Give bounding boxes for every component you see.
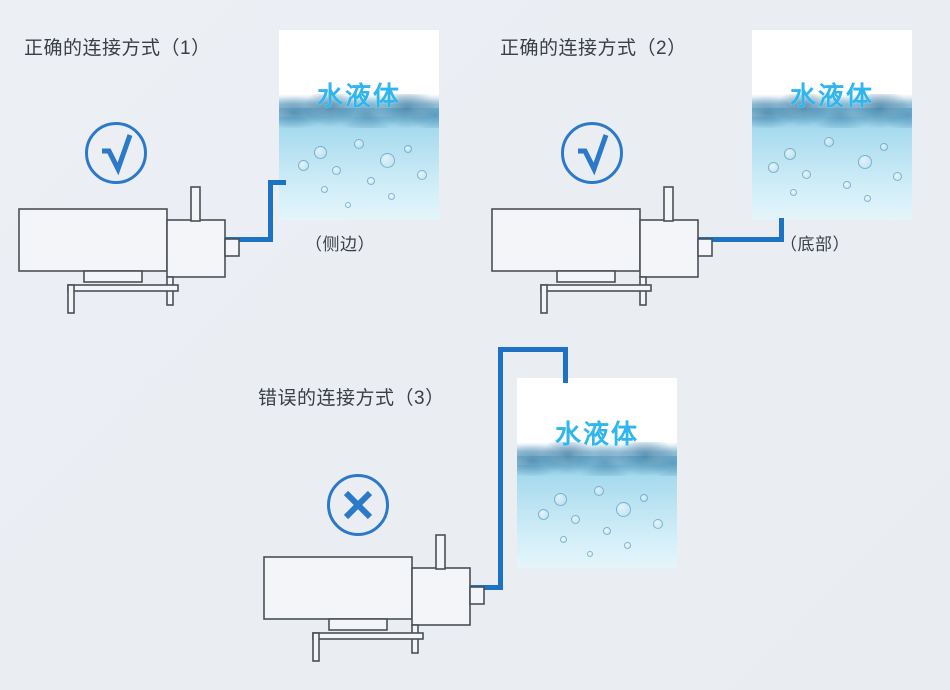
pipe-vertical-riser-3	[498, 347, 503, 590]
check-radical-icon	[102, 134, 133, 176]
water-tank-label-3: 水液体	[554, 419, 639, 449]
bubble	[560, 535, 568, 543]
pipe-tank-entry-1	[268, 180, 286, 185]
bubble	[387, 193, 395, 201]
bubble	[587, 551, 594, 558]
bubble	[843, 180, 852, 189]
water-surface-1	[279, 94, 439, 128]
status-badge-check-2	[561, 122, 623, 184]
bubble	[653, 518, 663, 529]
water-tank-label-2: 水液体	[789, 81, 874, 111]
bubble	[768, 161, 779, 173]
panel-title-2: 正确的连接方式（2）	[500, 38, 687, 59]
bubble	[367, 177, 375, 186]
bubble	[864, 195, 871, 203]
bubble	[824, 137, 834, 148]
bubble	[416, 169, 427, 180]
pipe-vertical-1	[268, 180, 273, 242]
bubble	[553, 492, 567, 506]
water-body-2	[752, 94, 912, 220]
panel-title-1: 正确的连接方式（1）	[24, 38, 211, 59]
pipe-horizontal-1	[221, 237, 273, 242]
water-body-1	[279, 94, 439, 220]
panel-title-3: 错误的连接方式（3）	[258, 388, 445, 409]
water-tank-1: 水液体	[279, 30, 439, 220]
check-radical-icon	[578, 134, 609, 176]
status-badge-check-1	[85, 122, 147, 184]
bubble	[857, 155, 872, 170]
water-tank-2: 水液体	[752, 30, 912, 220]
pipe-vertical-2	[779, 218, 784, 242]
pump-assembly-1	[18, 186, 240, 314]
bubble	[298, 159, 310, 171]
water-tank-caption-2: （底部）	[780, 235, 850, 254]
cross-icon	[343, 490, 373, 520]
bubble	[593, 486, 604, 497]
bubble	[379, 152, 395, 168]
bubble	[624, 542, 632, 550]
bubble	[354, 139, 365, 150]
water-tank-label-1: 水液体	[316, 81, 401, 111]
bubble	[640, 494, 649, 503]
bubble	[790, 188, 798, 196]
bubble	[314, 146, 328, 160]
pipe-tank-entry-3	[563, 347, 568, 383]
status-badge-cross-3	[327, 474, 389, 536]
bubble	[571, 515, 581, 525]
bubble	[801, 169, 811, 179]
pipe-horizontal-2	[694, 237, 784, 242]
bubble	[331, 166, 341, 176]
bubble	[537, 508, 549, 520]
water-tank-3: 水液体	[517, 378, 677, 568]
bubble	[403, 144, 412, 153]
bubble	[344, 202, 351, 209]
bubble	[784, 148, 796, 161]
bubble	[603, 526, 612, 535]
bubble	[892, 171, 902, 181]
pump-assembly-3	[263, 534, 485, 662]
bubble	[616, 501, 632, 517]
water-surface-2	[752, 94, 912, 128]
pump-assembly-2	[491, 186, 713, 314]
bubble	[880, 142, 888, 151]
water-tank-caption-1: （侧边）	[305, 235, 375, 254]
pipe-horizontal-top-3	[498, 347, 568, 352]
water-body-3	[517, 442, 677, 568]
water-surface-3	[517, 442, 677, 476]
bubble	[320, 186, 328, 194]
